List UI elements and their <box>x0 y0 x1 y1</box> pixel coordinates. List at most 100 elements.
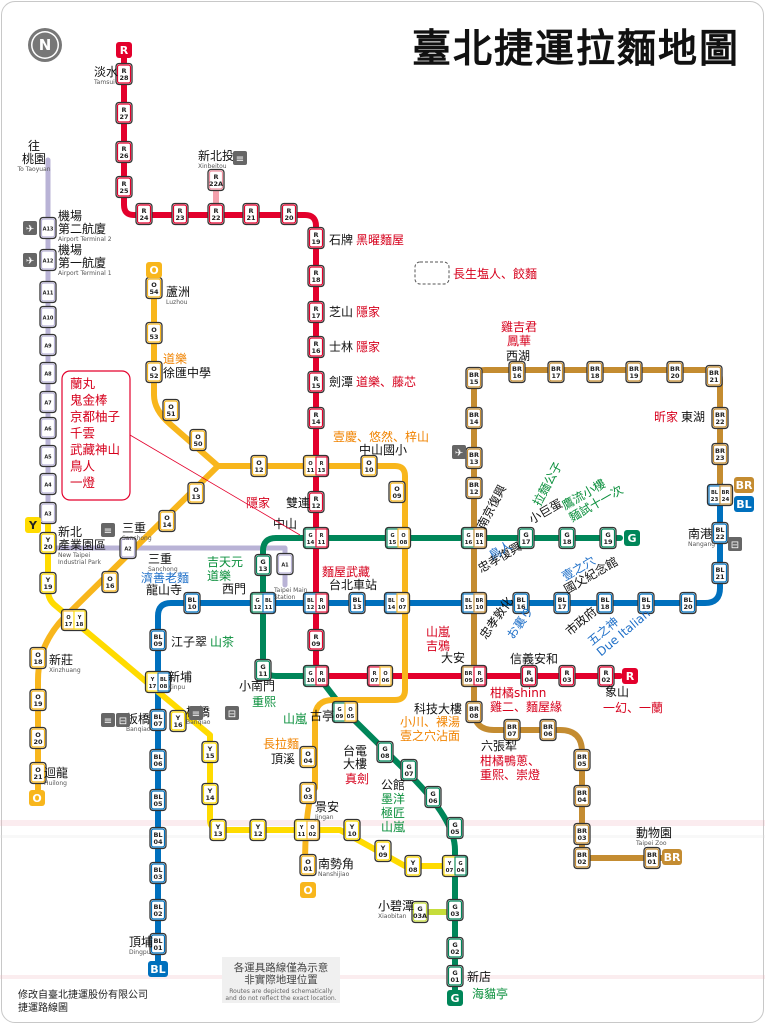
ramen-minquan-shops[interactable]: 壹慶、悠然、梓山 <box>333 429 429 444</box>
station-dingxi[interactable]: 頂溪 <box>271 752 295 766</box>
line-badge-g[interactable]: G <box>624 530 640 546</box>
station-donghu[interactable]: 東湖 <box>681 409 705 424</box>
station-xihu[interactable]: 西湖 <box>506 348 530 363</box>
ramen-jiantan-shops[interactable]: 道樂、藤芯 <box>356 374 416 389</box>
ramen-taipower-shop[interactable]: 真劍 <box>345 771 369 786</box>
ramen-gongguan-shops[interactable]: 墨洋極匠山嵐 <box>381 791 405 834</box>
station-xindian[interactable]: 新店 <box>467 969 491 984</box>
station-longshan[interactable]: 龍山寺 <box>146 582 182 597</box>
station-shilin[interactable]: 士林 <box>329 340 353 354</box>
station-code-a11[interactable]: A11 <box>39 280 57 304</box>
station-xiaonanmen[interactable]: 小南門 <box>239 678 275 693</box>
station-code-a9[interactable]: A9 <box>39 333 57 357</box>
ramen-jiangzicui-shop[interactable]: 山茶 <box>210 634 234 649</box>
station-shipai[interactable]: 石牌 <box>329 233 353 247</box>
line-badge-r[interactable]: R <box>622 668 638 684</box>
ramen-xindian-shop[interactable]: 海貓亭 <box>472 986 508 1001</box>
station-code-a3[interactable]: A3 <box>39 501 57 525</box>
line-badge-bl[interactable]: BL <box>734 496 754 512</box>
ramen-dingxi-shop[interactable]: 長拉麵 <box>263 736 299 751</box>
station-code-a10[interactable]: A10 <box>39 305 57 329</box>
ramen-yinjia-zhishan[interactable]: 隱家 <box>356 304 380 319</box>
ramen-kokuryu[interactable]: 黑曜麵屋 <box>356 233 404 247</box>
station-zhishan[interactable]: 芝山 <box>329 304 353 319</box>
line-badge-y[interactable]: Y <box>25 517 41 533</box>
station-code-a5[interactable]: A5 <box>39 444 57 468</box>
station-liuzhangli[interactable]: 六張犁 <box>481 739 517 753</box>
ramen-xiaojudan-shops[interactable]: 鷹流小樓麵試十一次 <box>559 470 625 525</box>
station-daan[interactable]: 大安 <box>441 650 465 665</box>
station-shuanglian[interactable]: 雙連 <box>286 496 310 510</box>
station-code-a13[interactable]: A13 <box>39 216 57 240</box>
station-taipei-main[interactable]: 台北車站 <box>329 577 377 592</box>
